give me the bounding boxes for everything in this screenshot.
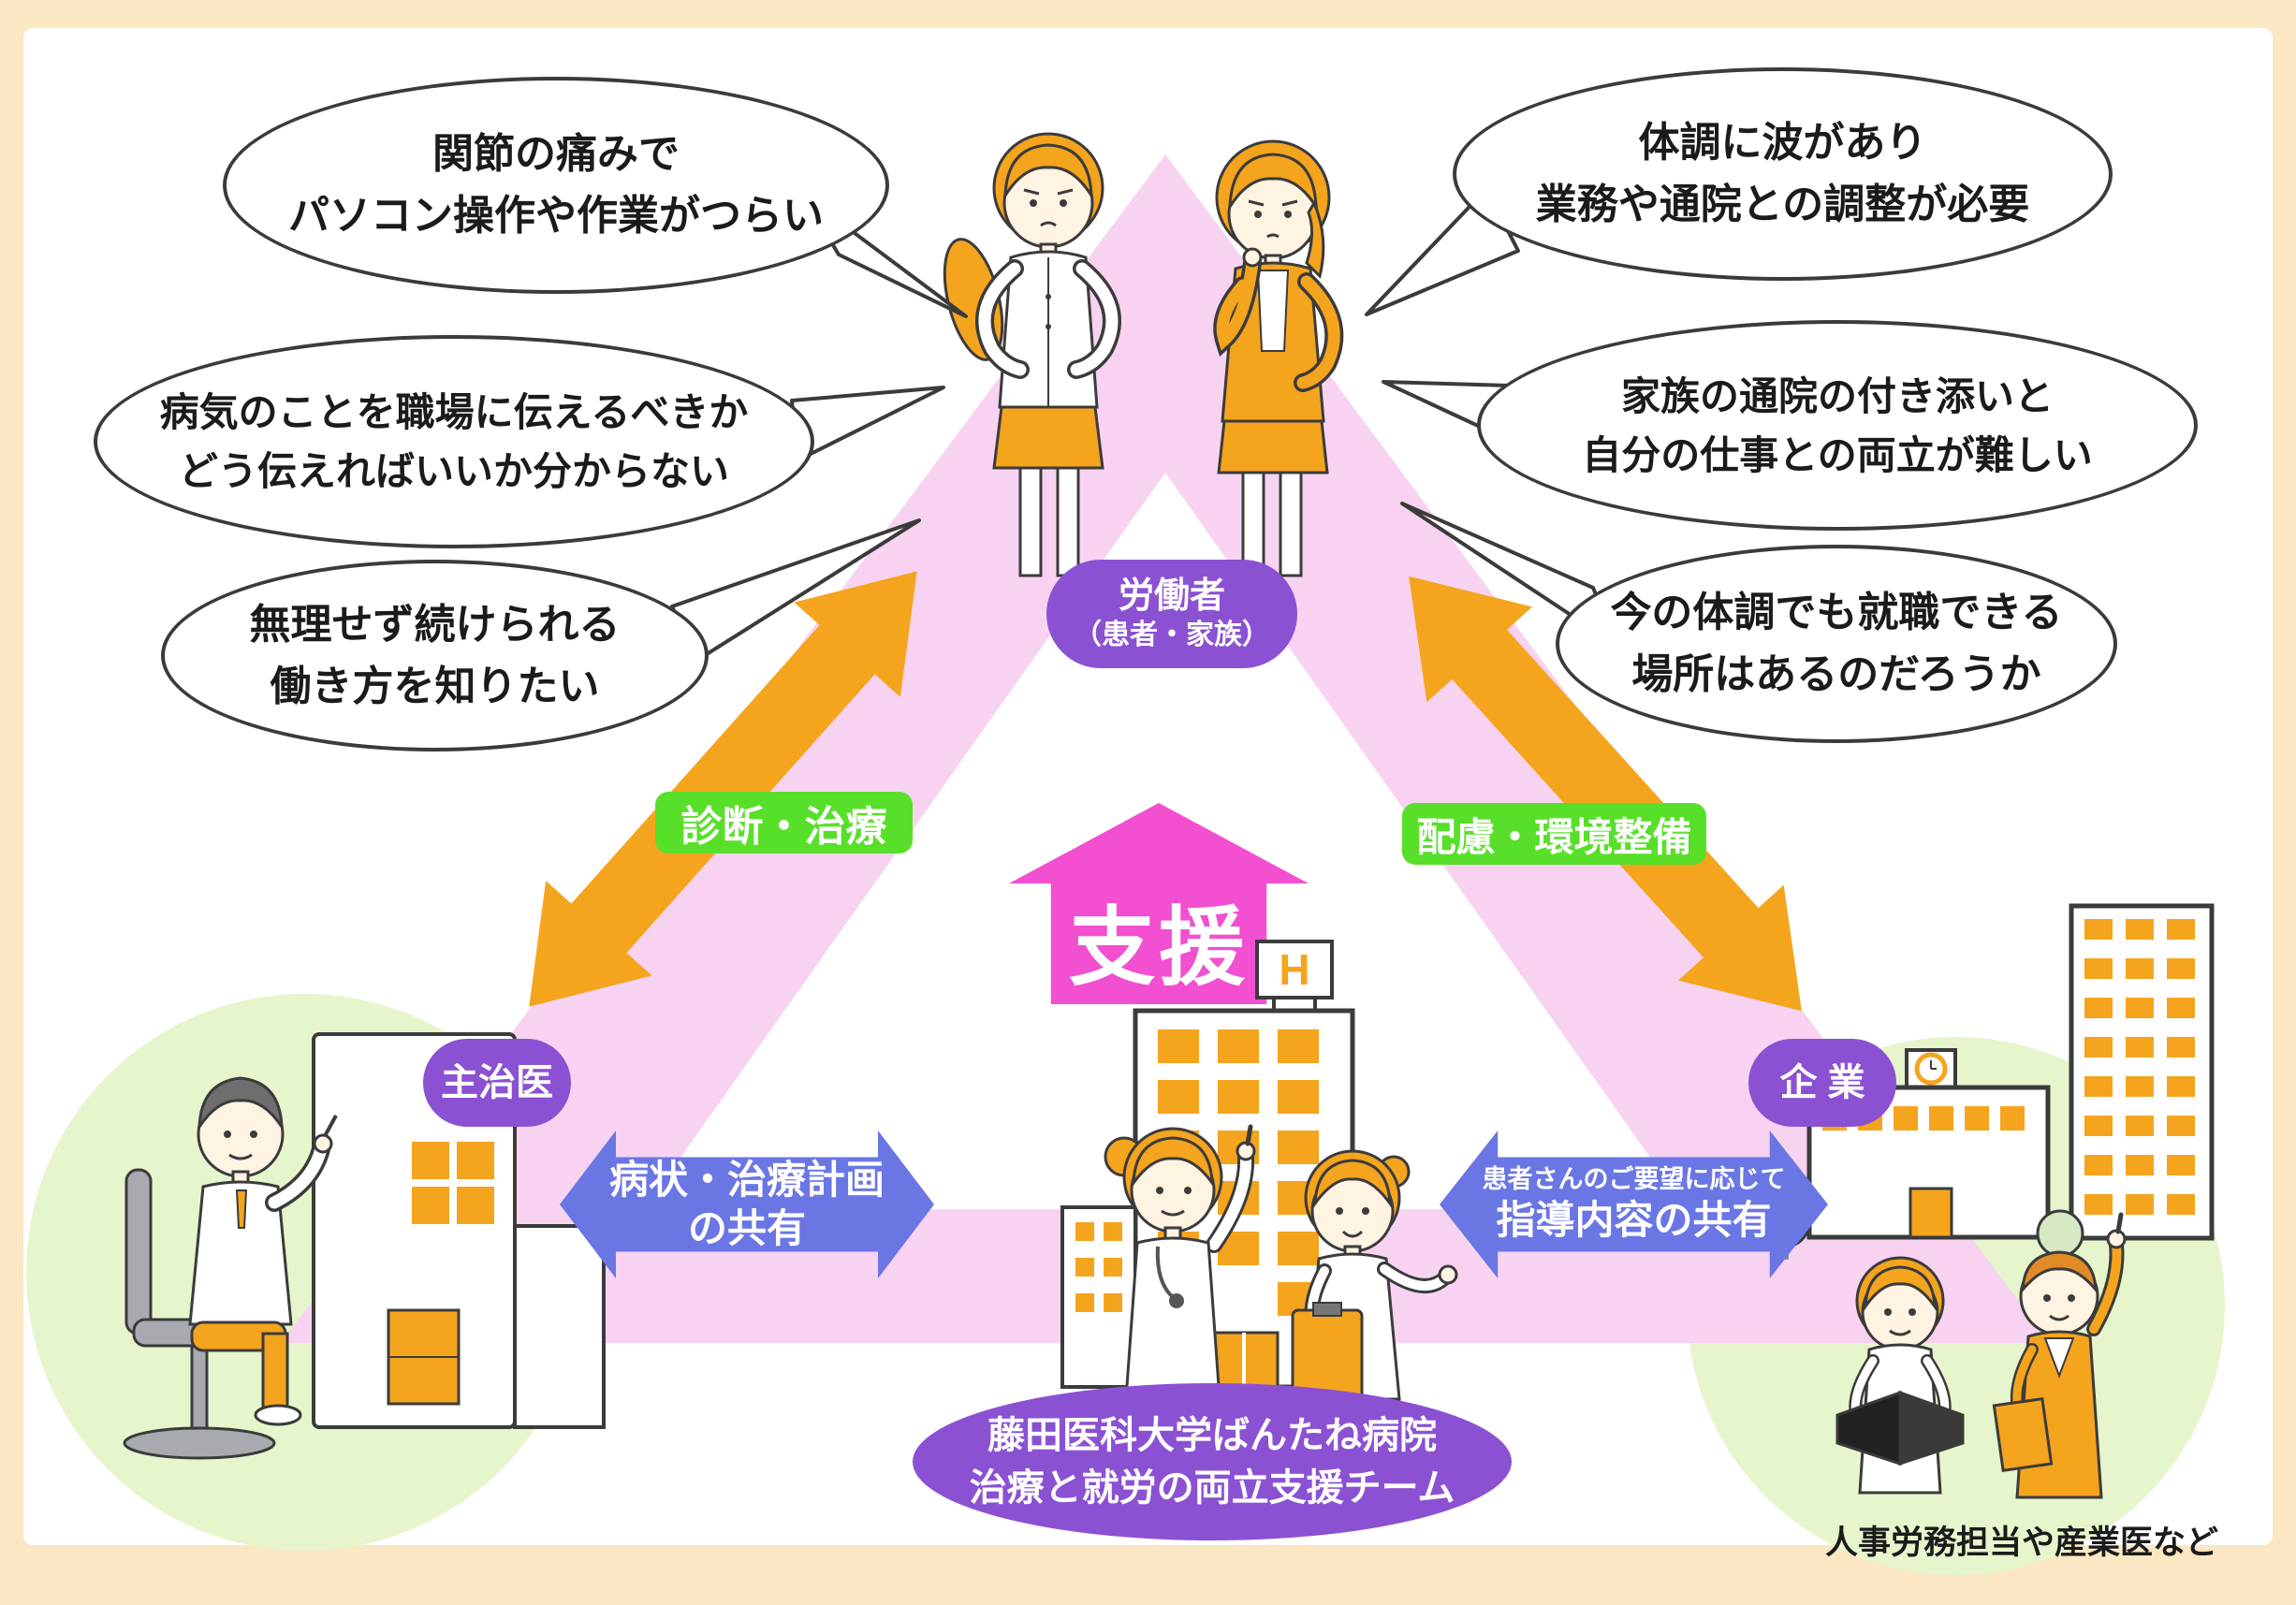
attending-physician-text: 主治医 <box>441 1062 553 1103</box>
share-plan-line2: の共有 <box>687 1206 806 1250</box>
woman-right <box>1213 139 1344 577</box>
company-badge: 企 業 <box>1748 1039 1896 1127</box>
attending-physician-illustration <box>123 1032 606 1460</box>
consideration-environment-text: 配慮・環境整備 <box>1416 814 1692 859</box>
share-treatment-plan-label: 病状・治療計画 の共有 <box>560 1131 934 1278</box>
bubble-line: パソコン操作や作業がつらい <box>288 193 824 239</box>
worker-badge-line2: （患者・家族） <box>1074 619 1270 650</box>
share-guidance-small: 患者さんのご要望に応じて <box>1482 1164 1786 1193</box>
share-guidance-label: 患者さんのご要望に応じて 指導内容の共有 <box>1440 1131 1828 1278</box>
woman-left <box>943 132 1121 577</box>
hr-woman <box>1835 1256 1965 1495</box>
share-plan-line1: 病状・治療計画 <box>608 1157 885 1202</box>
worker-concern-bubble-2: 病気のことを職場に伝えるべきか どう伝えればいいか分からない <box>94 335 814 548</box>
worker-concern-bubble-1: 関節の痛みで パソコン操作や作業がつらい <box>223 77 889 294</box>
bubble-text: 関節の痛みで パソコン操作や作業がつらい <box>288 124 824 247</box>
company-text: 企 業 <box>1779 1062 1865 1103</box>
bubble-line: 病気のことを職場に伝えるべきか <box>159 390 749 434</box>
bubble-line: 関節の痛みで <box>432 131 680 177</box>
share-guidance-big: 指導内容の共有 <box>1496 1197 1772 1242</box>
support-label: 支援 <box>1068 900 1249 996</box>
bubble-line: 働き方を知りたい <box>270 663 600 709</box>
bubble-text: 無理せず続けられる 働き方を知りたい <box>250 594 621 718</box>
doctor-figure <box>188 1076 338 1426</box>
hospital-sign: H <box>1255 940 1334 1011</box>
bubble-text: 家族の通院の付き添いと 自分の仕事との両立が難しい <box>1582 367 2093 485</box>
worker-concern-bubble-3: 無理せず続けられる 働き方を知りたい <box>161 560 709 751</box>
bubble-line: どう伝えればいいか分からない <box>178 449 729 493</box>
bubble-line: 無理せず続けられる <box>249 601 621 648</box>
bubble-text: 病気のことを職場に伝えるべきか どう伝えればいいか分からない <box>160 383 749 501</box>
attending-physician-badge: 主治医 <box>423 1039 571 1127</box>
worker-women-illustration <box>943 132 1344 577</box>
support-team-illustration <box>1104 1124 1458 1406</box>
bubble-line: 場所はあるのだろうか <box>1631 651 2041 697</box>
bubble-line: 体調に波があり <box>1638 120 1927 166</box>
hr-caption: 人事労務担当や産業医など <box>1824 1525 2218 1561</box>
office-tower <box>2069 903 2215 1241</box>
worker-concern-bubble-4: 体調に波があり 業務や通院との調整が必要 <box>1453 67 2113 281</box>
diagnosis-treatment-label: 診断・治療 <box>655 792 913 854</box>
bubble-text: 体調に波があり 業務や通院との調整が必要 <box>1536 112 2030 236</box>
hospital-sign-letter: H <box>1279 945 1309 994</box>
team-nurse-woman <box>1291 1149 1458 1406</box>
support-team-badge: 藤田医科大学ばんたね病院 治療と就労の両立支援チーム <box>913 1383 1512 1540</box>
bubble-line: 業務や通院との調整が必要 <box>1535 182 2030 227</box>
bubble-text: 今の体調でも就職できる 場所はあるのだろうか <box>1610 582 2062 706</box>
bubble-line: 自分の仕事との両立が難しい <box>1582 432 2093 477</box>
diagnosis-treatment-text: 診断・治療 <box>680 804 887 850</box>
worker-concern-bubble-6: 今の体調でも就職できる 場所はあるのだろうか <box>1556 545 2117 743</box>
desk-partition <box>312 1032 606 1429</box>
worker-badge: 労働者 （患者・家族） <box>1046 560 1297 668</box>
support-team-line1: 藤田医科大学ばんたね病院 <box>987 1415 1437 1456</box>
consideration-environment-label: 配慮・環境整備 <box>1402 803 1706 865</box>
worker-concern-bubble-5: 家族の通院の付き添いと 自分の仕事との両立が難しい <box>1477 320 2198 531</box>
team-doctor-woman <box>1104 1124 1256 1401</box>
support-team-line2: 治療と就労の両立支援チーム <box>969 1467 1455 1509</box>
company-illustration <box>1759 903 2215 1499</box>
worker-badge-line1: 労働者 <box>1118 576 1225 617</box>
bubble-line: 家族の通院の付き添いと <box>1620 373 2054 418</box>
bubble-line: 今の体調でも就職できる <box>1610 590 2063 635</box>
hr-man <box>1992 1212 2127 1499</box>
